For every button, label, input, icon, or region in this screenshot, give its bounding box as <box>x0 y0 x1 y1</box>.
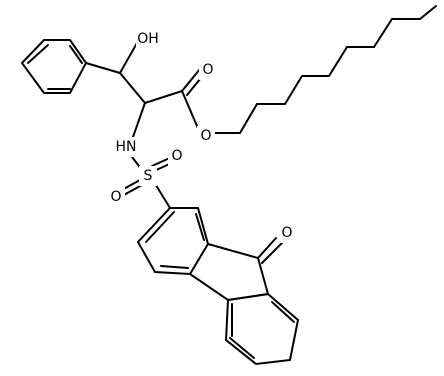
nh-label: HN <box>116 139 137 155</box>
oh-label: OH <box>137 31 159 47</box>
atom-label-ester-carbonyl-o: O <box>199 60 217 80</box>
sulfur-label: S <box>144 168 153 184</box>
fluorenone-ring-system <box>136 207 300 366</box>
atom-label-ester-single-o: O <box>197 126 215 146</box>
phenyl-ring <box>20 39 88 94</box>
sulfonyl-oxygen-1-label: O <box>171 148 182 164</box>
atom-label-oh: OH <box>136 29 162 49</box>
ester-carbonyl-oxygen-label: O <box>202 62 213 78</box>
atom-label-sulfonyl-o1: O <box>168 146 186 166</box>
ester-single-oxygen-label: O <box>200 128 211 144</box>
sulfonyl-oxygen-2-label: O <box>110 189 121 205</box>
ketone-oxygen-label: O <box>281 225 292 241</box>
atom-label-ketone-o: O <box>278 223 296 243</box>
atom-label-s: S <box>139 166 157 186</box>
atom-label-nh: HN <box>112 137 140 157</box>
atom-label-sulfonyl-o2: O <box>107 187 125 207</box>
